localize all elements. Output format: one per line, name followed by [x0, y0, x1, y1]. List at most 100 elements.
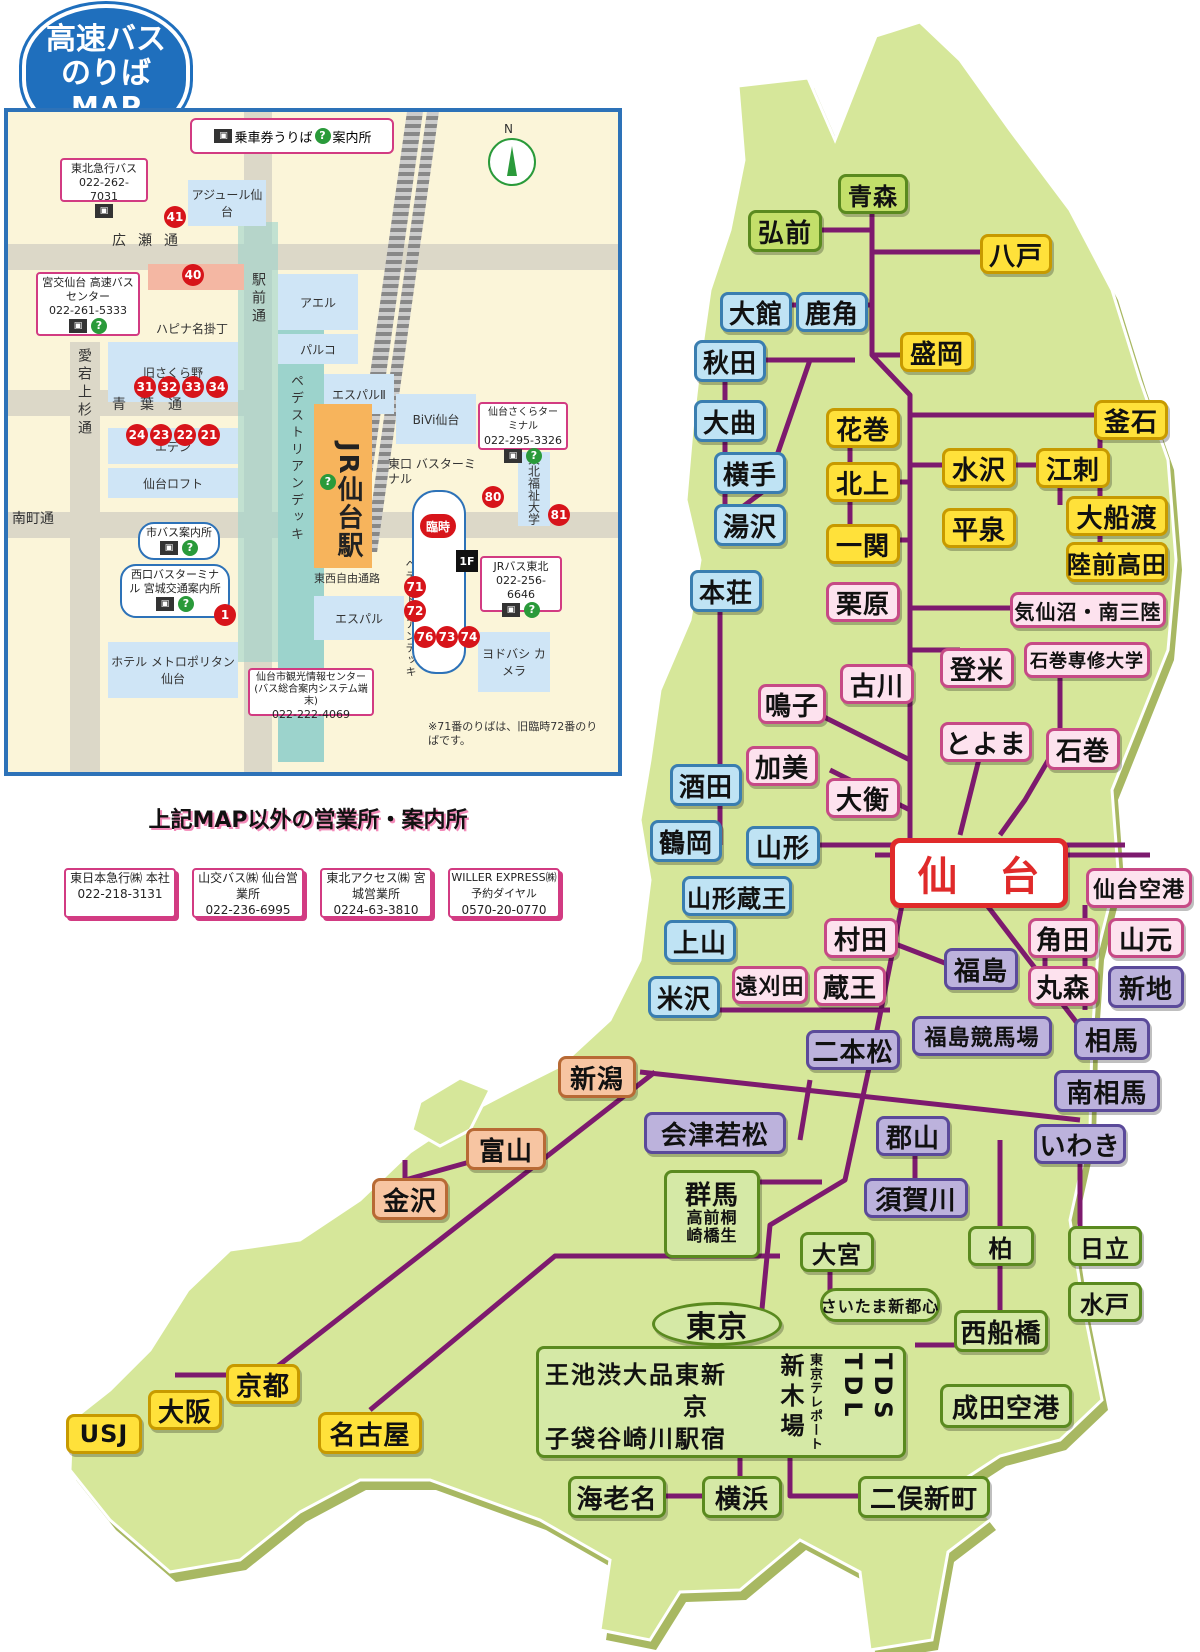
station-hachinohe[interactable]: 八戸 — [980, 234, 1052, 274]
station-hanamaki[interactable]: 花巻 — [826, 408, 900, 448]
station-marumori[interactable]: 丸森 — [1028, 966, 1098, 1006]
station-sendai[interactable]: 仙 台 — [890, 838, 1068, 908]
station-hitachi[interactable]: 日立 — [1068, 1226, 1142, 1266]
station-soma[interactable]: 相馬 — [1074, 1018, 1150, 1060]
station-saitama-shintoshin[interactable]: さいたま新都心 — [820, 1288, 940, 1322]
stop-33[interactable]: 33 — [182, 376, 204, 398]
station-yamagata[interactable]: 山形 — [746, 826, 820, 866]
station-shinchi[interactable]: 新地 — [1108, 966, 1184, 1008]
office-name: WILLER EXPRESS㈱ 予約ダイヤル — [451, 871, 557, 900]
callout-jrbus-tel: 022-256-6646 — [496, 574, 546, 601]
station-mito[interactable]: 水戸 — [1068, 1282, 1142, 1322]
stop-22[interactable]: 22 — [174, 424, 196, 446]
stop-81[interactable]: 81 — [548, 504, 570, 526]
ticket-office-icon: ▣ — [504, 449, 522, 463]
station-fukushima-keiba[interactable]: 福島競馬場 — [912, 1016, 1052, 1056]
station-togatta[interactable]: 遠刈田 — [732, 966, 808, 1004]
stop-23[interactable]: 23 — [150, 424, 172, 446]
station-mizusawa[interactable]: 水沢 — [942, 448, 1016, 488]
station-kurihara[interactable]: 栗原 — [826, 582, 900, 622]
station-yamagata-zao[interactable]: 山形蔵王 — [682, 876, 792, 916]
stop-76[interactable]: 76 — [414, 626, 436, 648]
station-odate[interactable]: 大館 — [720, 292, 792, 332]
station-nagoya[interactable]: 名古屋 — [318, 1412, 422, 1454]
road-label-atago: 愛宕上杉通 — [76, 348, 92, 438]
station-ichinoseki[interactable]: 一関 — [826, 524, 900, 564]
station-narita[interactable]: 成田空港 — [940, 1384, 1072, 1428]
stop-34[interactable]: 34 — [206, 376, 228, 398]
stop-41[interactable]: 41 — [164, 206, 186, 228]
stop-80[interactable]: 80 — [482, 486, 504, 508]
station-omiya[interactable]: 大宮 — [800, 1232, 874, 1272]
station-yokohama[interactable]: 横浜 — [702, 1476, 782, 1518]
station-kamaishi[interactable]: 釜石 — [1094, 400, 1168, 440]
stop-31[interactable]: 31 — [134, 376, 156, 398]
station-usj[interactable]: USJ — [66, 1414, 142, 1454]
stop-40[interactable]: 40 — [182, 264, 204, 286]
stop-74[interactable]: 74 — [458, 626, 480, 648]
station-ofunato[interactable]: 大船渡 — [1066, 496, 1168, 536]
station-niigata[interactable]: 新潟 — [558, 1056, 636, 1098]
stop-21[interactable]: 21 — [198, 424, 220, 446]
stop-73[interactable]: 73 — [436, 626, 458, 648]
station-iwaki[interactable]: いわき — [1034, 1124, 1126, 1164]
station-ebina[interactable]: 海老名 — [568, 1476, 666, 1518]
label-east-terminal: 東口 バスターミナル — [388, 457, 476, 486]
stop-72[interactable]: 72 — [404, 600, 426, 622]
station-ishinomaki[interactable]: 石巻 — [1046, 728, 1120, 770]
station-sukagawa[interactable]: 須賀川 — [864, 1178, 968, 1218]
station-kaminoyama[interactable]: 上山 — [664, 920, 736, 962]
station-yonezawa[interactable]: 米沢 — [648, 976, 720, 1018]
station-hirosaki[interactable]: 弘前 — [748, 210, 822, 252]
station-tome[interactable]: 登米 — [940, 648, 1014, 688]
stop-1[interactable]: 1 — [214, 604, 236, 626]
station-kakuda[interactable]: 角田 — [1028, 918, 1098, 958]
station-kazuno[interactable]: 鹿角 — [796, 292, 868, 332]
station-omagari[interactable]: 大曲 — [694, 400, 766, 442]
stop-71[interactable]: 71 — [404, 576, 426, 598]
station-furukawa[interactable]: 古川 — [840, 664, 914, 704]
tokyo-stops-box[interactable]: 王池渋大品東新 京 子袋谷崎川駅宿 新木場 東京テレポート TDL TDS — [536, 1346, 906, 1458]
station-kesennuma[interactable]: 気仙沼・南三陸 — [1010, 592, 1166, 628]
station-toyama[interactable]: 富山 — [466, 1128, 546, 1170]
station-murata[interactable]: 村田 — [824, 918, 898, 958]
station-funabashi[interactable]: 西船橋 — [954, 1310, 1048, 1352]
station-gunma[interactable]: 群馬 高前桐 崎橋生 — [664, 1170, 760, 1258]
station-kanazawa[interactable]: 金沢 — [372, 1178, 448, 1220]
stop-32[interactable]: 32 — [158, 376, 180, 398]
station-yamamoto[interactable]: 山元 — [1108, 918, 1184, 958]
station-fukushima[interactable]: 福島 — [944, 948, 1018, 990]
station-tokyo[interactable]: 東京 — [652, 1302, 782, 1346]
station-futamata[interactable]: 二俣新町 — [858, 1476, 990, 1518]
station-toyoma[interactable]: とよま — [940, 722, 1032, 762]
badge-line2: のりば — [61, 56, 151, 91]
station-ishinomaki-senshu[interactable]: 石巻専修大学 — [1024, 642, 1150, 678]
station-akita[interactable]: 秋田 — [694, 340, 766, 382]
station-kitakami[interactable]: 北上 — [826, 462, 900, 502]
station-aomori[interactable]: 青森 — [838, 174, 908, 214]
station-taihira[interactable]: 大衡 — [826, 778, 900, 818]
station-sendai-airport[interactable]: 仙台空港 — [1086, 868, 1192, 908]
ticket-office-icon: ▣ — [69, 319, 87, 333]
station-kashiwa[interactable]: 柏 — [968, 1226, 1034, 1266]
station-kyoto[interactable]: 京都 — [226, 1364, 300, 1404]
station-aizu[interactable]: 会津若松 — [644, 1112, 786, 1154]
station-yokote[interactable]: 横手 — [714, 452, 786, 494]
station-minamisoma[interactable]: 南相馬 — [1054, 1070, 1160, 1112]
station-zao[interactable]: 蔵王 — [814, 966, 886, 1006]
station-tsuruoka[interactable]: 鶴岡 — [650, 820, 722, 862]
station-naruko[interactable]: 鳴子 — [758, 684, 826, 724]
station-hiraizumi[interactable]: 平泉 — [942, 508, 1016, 548]
station-esashi[interactable]: 江刺 — [1036, 448, 1110, 488]
station-sakata[interactable]: 酒田 — [670, 764, 742, 806]
station-rikuzentakata[interactable]: 陸前高田 — [1066, 542, 1168, 582]
station-koriyama[interactable]: 郡山 — [876, 1116, 950, 1156]
station-morioka[interactable]: 盛岡 — [900, 332, 974, 372]
station-yuzawa[interactable]: 湯沢 — [714, 504, 786, 546]
stop-24[interactable]: 24 — [126, 424, 148, 446]
inset-note: ※71番のりばは、旧臨時72番のりばです。 — [428, 720, 598, 747]
station-osaka[interactable]: 大阪 — [148, 1390, 222, 1430]
station-nihonmatsu[interactable]: 二本松 — [806, 1030, 900, 1070]
station-honjo[interactable]: 本荘 — [690, 570, 762, 612]
station-kami[interactable]: 加美 — [746, 746, 818, 786]
